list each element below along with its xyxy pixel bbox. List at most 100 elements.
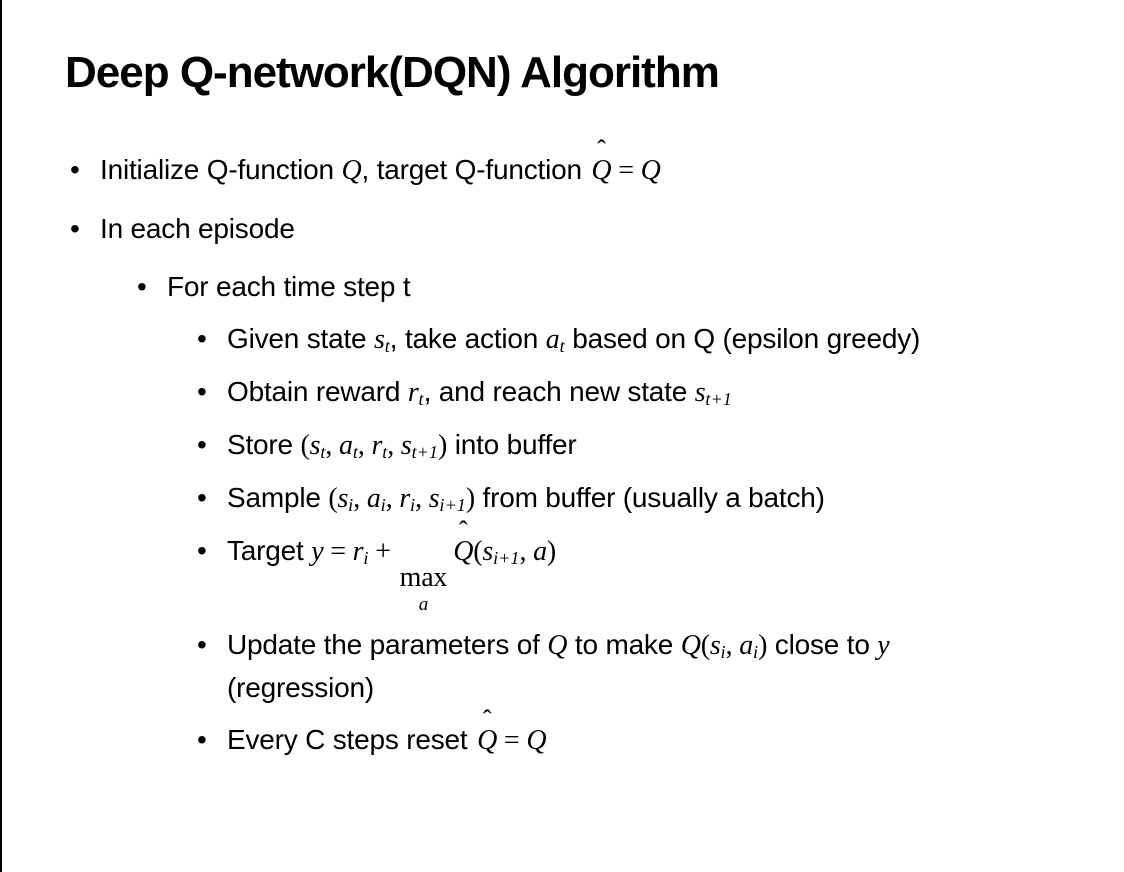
math-base: a bbox=[339, 429, 353, 461]
bullet-item: •Given state st, take action at based on… bbox=[65, 318, 1084, 361]
text-run: Every C steps reset bbox=[227, 723, 476, 755]
math-subscript: t bbox=[320, 441, 326, 462]
math-base: s bbox=[309, 429, 321, 461]
text-run: from buffer (usually a batch) bbox=[474, 481, 825, 513]
bullet-content: Initialize Q-function Q, target Q-functi… bbox=[100, 136, 661, 192]
text-run: close to bbox=[767, 628, 878, 660]
math-subscript: i bbox=[720, 641, 726, 662]
math-subscript-group: ai bbox=[739, 629, 759, 662]
math-operator: , bbox=[357, 429, 372, 461]
math-operator: ( bbox=[700, 629, 710, 661]
math-subscript: t bbox=[559, 335, 565, 356]
math-operator: ( bbox=[328, 482, 338, 514]
math-base: a bbox=[545, 323, 560, 355]
text-run: into buffer bbox=[447, 428, 577, 460]
text-run: Update the parameters of bbox=[227, 628, 548, 660]
math-variable: y bbox=[311, 535, 324, 567]
math-operator: = bbox=[323, 535, 353, 567]
math-subscript: t bbox=[382, 441, 388, 462]
bullet-content: In each episode bbox=[100, 208, 295, 250]
math-operator: , bbox=[415, 482, 429, 514]
text-run: Store bbox=[227, 428, 301, 460]
math-subscript-group: rt bbox=[407, 376, 424, 409]
text-run: , and reach new state bbox=[423, 375, 695, 407]
math-base: Q bbox=[591, 154, 612, 186]
math-subscript: i bbox=[363, 547, 369, 568]
text-run: based on Q (epsilon greedy) bbox=[564, 322, 921, 354]
bullet-content: Given state st, take action at based on … bbox=[227, 318, 920, 361]
math-operator: , bbox=[353, 482, 367, 514]
math-operator: , bbox=[519, 535, 534, 567]
math-variable: Q bbox=[526, 724, 547, 756]
math-subscript-group: si+1 bbox=[428, 482, 466, 515]
math-base: a bbox=[739, 629, 754, 661]
math-base: Q bbox=[453, 535, 474, 567]
math-subscript: t+1 bbox=[411, 441, 438, 462]
math-operator: , bbox=[385, 482, 400, 514]
text-run: , target Q-function bbox=[361, 153, 590, 185]
text-run: to make bbox=[567, 628, 681, 660]
text-run: Target bbox=[227, 534, 312, 566]
bullet-item: • Obtain reward rt, and reach new state s… bbox=[65, 371, 1084, 414]
math-base: s bbox=[337, 482, 349, 514]
math-subscript-group: st bbox=[374, 323, 390, 356]
math-variable: Q bbox=[680, 629, 701, 661]
math-base: s bbox=[400, 429, 412, 461]
math-subscript-group: st+1 bbox=[694, 376, 732, 409]
bullet-marker: • bbox=[197, 428, 207, 460]
slide-title: Deep Q-network(DQN) Algorithm bbox=[65, 48, 720, 97]
math-base: s bbox=[482, 535, 494, 567]
math-subscript: i bbox=[380, 494, 386, 515]
math-base: s bbox=[428, 482, 440, 514]
math-operator: ( bbox=[300, 429, 310, 461]
math-subscript: t bbox=[418, 388, 424, 409]
math-operator: ) bbox=[546, 535, 557, 567]
math-variable: Q bbox=[341, 154, 362, 186]
math-subscript-group: st+1 bbox=[400, 429, 438, 462]
math-variable: y bbox=[877, 629, 890, 661]
math-subscript-group: ai bbox=[366, 482, 386, 515]
bullet-content: Sample (si, ai, ri, si+1) from buffer (u… bbox=[227, 477, 825, 520]
math-subscript: i bbox=[348, 494, 354, 515]
bullet-item: •Update the parameters of Q to make Q(si… bbox=[65, 624, 1084, 709]
math-subscript: t bbox=[384, 335, 390, 356]
bullet-marker: • bbox=[137, 270, 147, 302]
math-operator: , bbox=[387, 429, 401, 461]
bullet-content: Store (st, at, rt, st+1) into buffer bbox=[227, 424, 577, 467]
bullet-list: •Initialize Q-function Q, target Q-funct… bbox=[65, 136, 1084, 762]
max-operator: max bbox=[399, 561, 448, 593]
text-run: Initialize Q-function bbox=[100, 153, 342, 185]
math-operator: = bbox=[497, 724, 527, 756]
math-subscript-group: st bbox=[309, 429, 326, 462]
math-base: Q bbox=[477, 724, 498, 756]
bullet-item: • For each time step t bbox=[65, 266, 1084, 308]
math-subscript: t bbox=[352, 441, 358, 462]
bullet-marker: • bbox=[197, 322, 207, 354]
math-base: s bbox=[694, 376, 706, 408]
math-subscript: i bbox=[753, 641, 759, 662]
math-subscript: i bbox=[410, 494, 416, 515]
bullet-marker: • bbox=[197, 375, 207, 407]
math-operator: ) bbox=[758, 629, 768, 661]
math-base: r bbox=[407, 376, 419, 408]
math-subscript-group: si+1 bbox=[482, 535, 519, 568]
bullet-marker: • bbox=[70, 153, 80, 185]
math-base: a bbox=[366, 482, 381, 514]
math-base: r bbox=[399, 482, 411, 514]
bullet-item: •In each episode bbox=[65, 208, 1084, 250]
bullet-marker: • bbox=[197, 481, 207, 513]
hat-accent-icon: ˆ bbox=[482, 703, 492, 734]
text-run: Obtain reward bbox=[227, 375, 408, 407]
math-operator: , bbox=[725, 629, 740, 661]
bullet-content: For each time step t bbox=[167, 266, 411, 308]
math-operator: ( bbox=[473, 535, 483, 567]
math-subscript-group: ri bbox=[353, 535, 369, 568]
bullet-marker: • bbox=[197, 534, 207, 566]
